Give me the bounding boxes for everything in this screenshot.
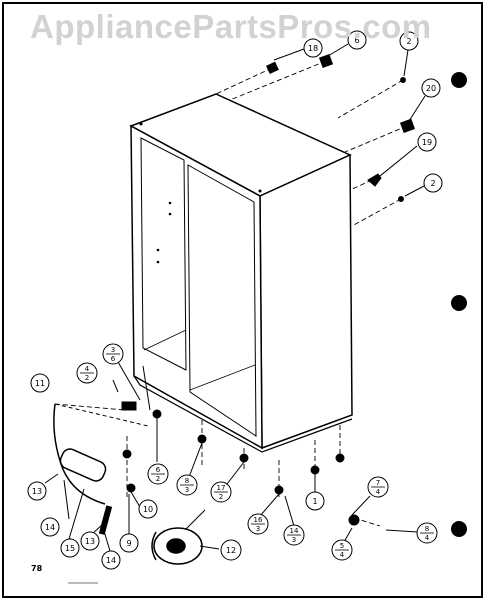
callout-3-6-top: 3 (111, 346, 115, 354)
callout-5-4-bottom: 4 (340, 551, 345, 559)
callout-7-4: 74 (367, 476, 389, 498)
callout-label-12: 12 (226, 546, 236, 555)
callout-5-4: 54 (331, 539, 353, 561)
callout-13-left: 13 (27, 481, 47, 501)
callout-4-2-bottom: 2 (85, 374, 89, 382)
callout-1: 1 (305, 491, 325, 511)
callout-4-2-top: 4 (85, 365, 90, 373)
callout-label-11: 11 (35, 379, 45, 388)
callout-14-left: 14 (40, 517, 60, 537)
leader-lines-solid (44, 43, 426, 552)
callout-8-4-top: 8 (425, 525, 429, 533)
callout-2-mid: 2 (423, 173, 443, 193)
callout-6-2: 62 (147, 463, 169, 485)
callout-7-4-top: 7 (376, 479, 380, 487)
callout-6: 6 (347, 30, 367, 50)
callout-8-4: 84 (416, 522, 438, 544)
callout-10: 10 (138, 499, 158, 519)
callout-8-3: 83 (176, 474, 198, 496)
callout-19: 19 (417, 132, 437, 152)
callout-8-3-bottom: 3 (185, 486, 189, 494)
refrigerator-cabinet (129, 93, 353, 453)
callout-label-2-top: 2 (406, 37, 411, 46)
callout-11: 11 (30, 373, 50, 393)
callout-17-2: 172 (210, 481, 232, 503)
callout-label-15: 15 (65, 544, 75, 553)
callout-3-6: 36 (102, 343, 124, 365)
callout-label-18: 18 (308, 44, 318, 53)
callout-14-3: 143 (283, 524, 305, 546)
page-number: 78 (31, 564, 43, 573)
callout-8-3-top: 8 (185, 477, 189, 485)
callout-8-4-bottom: 4 (425, 534, 430, 542)
callout-20: 20 (421, 78, 441, 98)
callout-6-2-top: 6 (156, 466, 161, 474)
callout-2-top: 2 (399, 31, 419, 51)
binder-hole-middle (451, 295, 467, 311)
callout-14-right: 14 (101, 550, 121, 570)
callout-label-13-left: 13 (32, 487, 42, 496)
callout-3-6-bottom: 6 (111, 355, 116, 363)
callout-7-4-bottom: 4 (376, 488, 381, 496)
power-cord-assembly (53, 403, 149, 505)
callout-14-3-top: 14 (290, 527, 299, 535)
callout-14-3-bottom: 3 (292, 536, 296, 544)
callout-5-4-top: 5 (340, 542, 344, 550)
callout-16-3-bottom: 3 (256, 525, 260, 533)
binder-hole-top (451, 72, 467, 88)
callout-4-2: 42 (76, 362, 98, 384)
callout-label-14-left: 14 (45, 523, 55, 532)
callout-6-2-bottom: 2 (156, 475, 160, 483)
leader-lines (54, 60, 408, 527)
callout-label-6: 6 (354, 36, 359, 45)
callout-13-right: 13 (80, 531, 100, 551)
callout-label-2-mid: 2 (430, 179, 435, 188)
binder-hole-bottom (451, 521, 467, 537)
callout-15: 15 (60, 538, 80, 558)
callout-16-3-top: 16 (254, 516, 263, 524)
callout-16-3: 163 (247, 513, 269, 535)
callout-18: 18 (303, 38, 323, 58)
callout-12: 12 (220, 539, 242, 561)
site-watermark: AppliancePartsPros.com (30, 8, 432, 45)
callout-label-14-right: 14 (106, 556, 116, 565)
callout-label-19: 19 (422, 138, 432, 147)
callout-label-20: 20 (426, 84, 436, 93)
callout-label-9: 9 (126, 539, 131, 548)
callout-label-1: 1 (312, 497, 317, 506)
callout-17-2-top: 17 (217, 484, 226, 492)
callout-label-13-right: 13 (85, 537, 95, 546)
cabinet-holes (139, 122, 262, 264)
callout-9: 9 (119, 533, 139, 553)
callout-label-10: 10 (143, 505, 153, 514)
callout-17-2-bottom: 2 (219, 493, 223, 501)
